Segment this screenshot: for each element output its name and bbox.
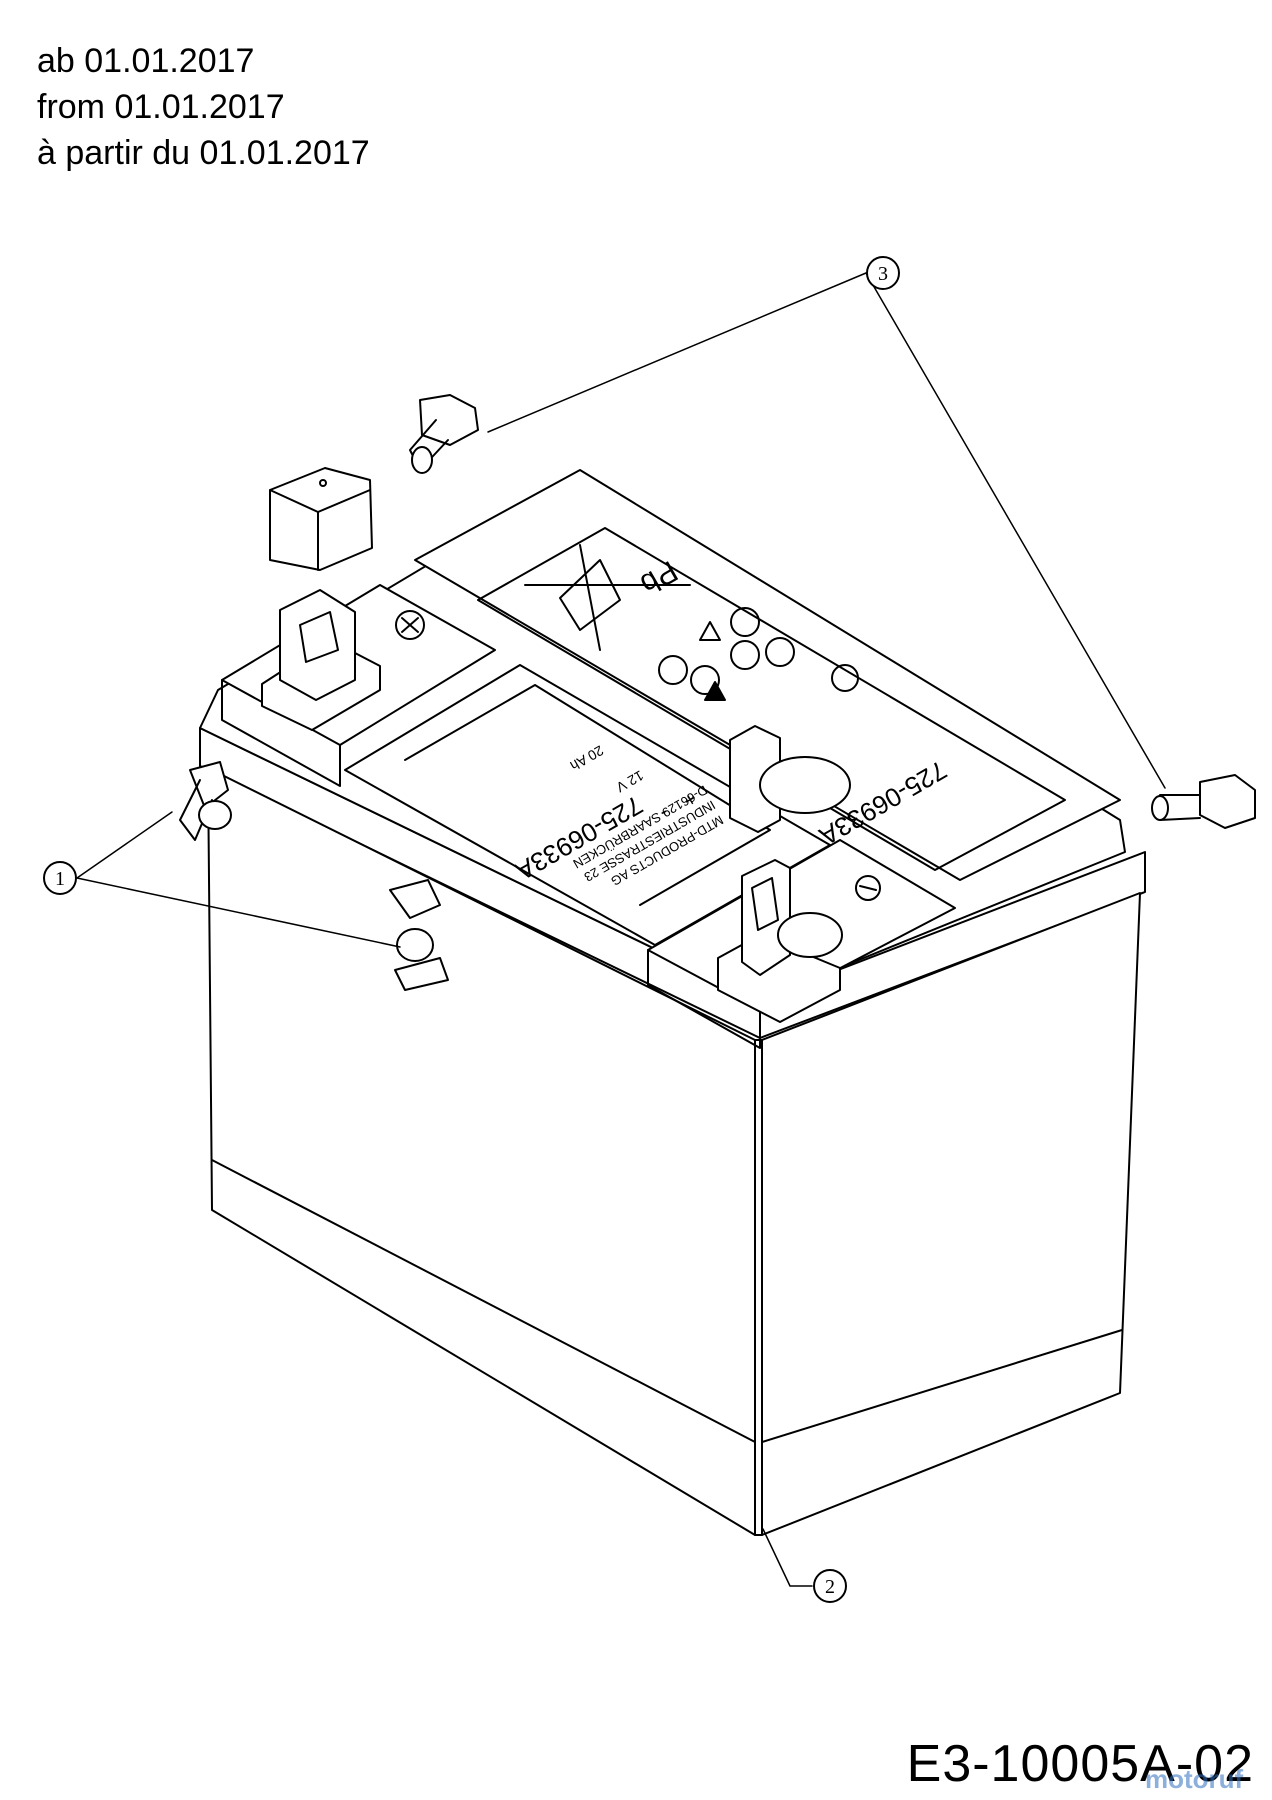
watermark-logo: motoruf (1145, 1764, 1244, 1794)
terminal-screw-left[interactable] (409, 394, 479, 474)
leader-lines (76, 272, 1166, 1587)
warning-symbols (524, 544, 859, 701)
validity-note: ab 01.01.2017 from 01.01.2017 à partir d… (37, 38, 370, 176)
callout-2-number: 2 (825, 1576, 835, 1598)
validity-line-de: ab 01.01.2017 (37, 42, 255, 80)
callout-1[interactable]: 1 (43, 861, 77, 895)
wing-nut-upper[interactable] (179, 761, 232, 841)
terminal-screw-right[interactable] (1151, 774, 1256, 829)
validity-line-fr: à partir du 01.01.2017 (37, 134, 370, 172)
terminal-cap[interactable] (269, 467, 373, 571)
callout-2[interactable]: 2 (813, 1569, 847, 1603)
drawing-code: E3-10005A-02 (906, 1735, 1254, 1793)
callout-3-number: 3 (878, 263, 888, 285)
callout-3[interactable]: 3 (866, 256, 900, 290)
battery-body[interactable] (199, 727, 1146, 1536)
callout-1-number: 1 (55, 868, 65, 890)
negative-terminal[interactable] (261, 589, 425, 731)
positive-terminal[interactable] (717, 859, 881, 1023)
wing-nut-lower[interactable] (389, 879, 449, 991)
center-post (729, 725, 851, 833)
validity-line-en: from 01.01.2017 (37, 88, 285, 126)
